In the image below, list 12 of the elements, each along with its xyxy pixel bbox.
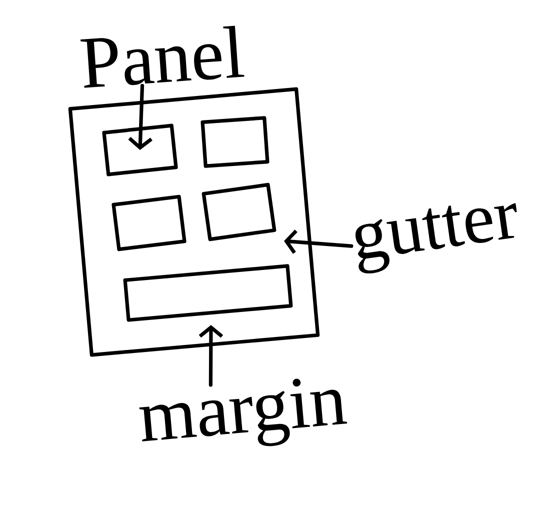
callout-label: gutter [355,203,517,274]
panel-box [123,264,293,322]
panel-box [102,124,178,176]
callout-label: Panel [80,26,244,88]
panel-box [202,182,276,242]
panel-box [200,116,270,168]
arrow [284,230,354,254]
arrow [128,84,152,150]
callout-label: margin [139,378,348,446]
page-outline [68,87,320,357]
panel-box [112,194,186,252]
arrow [198,324,224,387]
